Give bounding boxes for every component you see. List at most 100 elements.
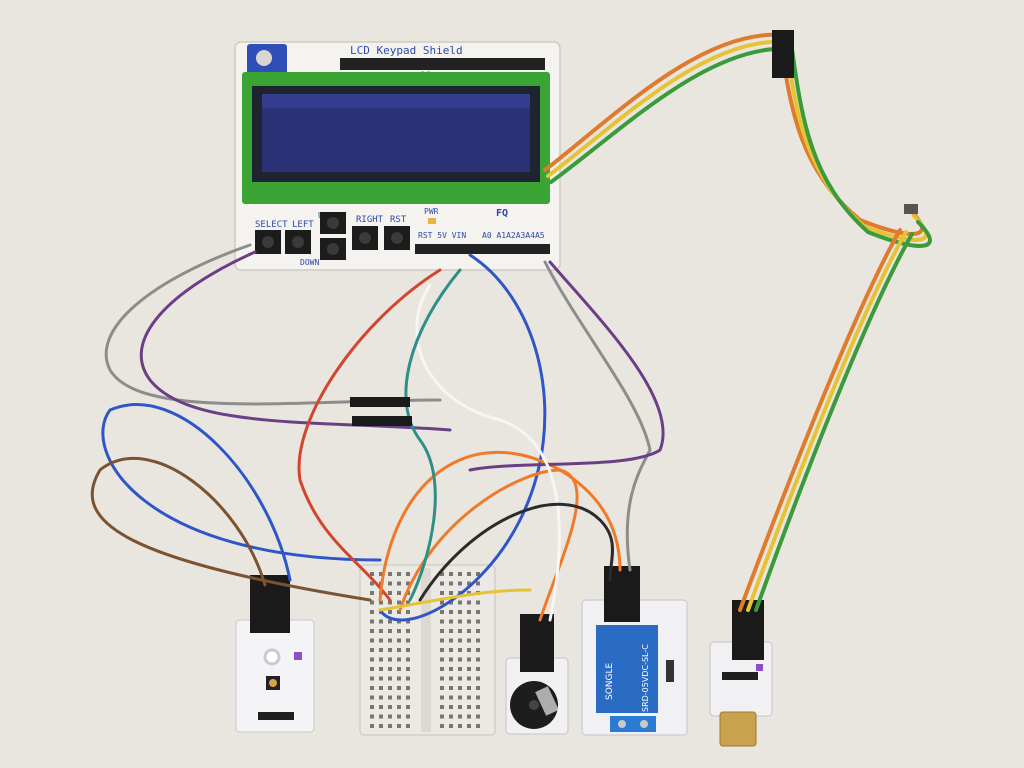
button-label-rst: RST (390, 215, 407, 225)
breadboard-hole (406, 695, 410, 700)
relay-body (596, 625, 658, 713)
relay-terminal (610, 716, 656, 732)
breadboard-hole (388, 600, 392, 605)
breadboard-hole (370, 572, 374, 576)
breadboard-hole (467, 657, 471, 662)
laser-cable-connector (772, 30, 794, 78)
wire-blue-left (101, 403, 382, 582)
breadboard-hole (440, 695, 444, 700)
breadboard-hole (406, 581, 410, 586)
breadboard-hole (476, 638, 480, 643)
breadboard-hole (397, 610, 401, 614)
breadboard-hole (476, 581, 480, 586)
breadboard-hole (458, 695, 462, 700)
breadboard-hole (458, 657, 462, 662)
breadboard-hole (458, 676, 462, 681)
buzzer-sticker (535, 686, 559, 716)
breadboard-hole (476, 724, 480, 728)
breadboard-hole (440, 705, 444, 709)
relay-model: SRD-05VDC-SL-C (641, 644, 650, 712)
wire-purple-right (468, 260, 665, 472)
breadboard-hole (397, 667, 401, 671)
breadboard-hole (467, 714, 471, 719)
breadboard-hole (406, 686, 410, 690)
wire-brown (90, 457, 372, 602)
breadboard-hole (397, 676, 401, 681)
breadboard-hole (476, 714, 480, 719)
breadboard-hole (388, 676, 392, 681)
breadboard-hole (467, 581, 471, 586)
breadboard-hole (449, 648, 453, 652)
wire-orange-laser-drop (738, 228, 902, 612)
wire-yellow-laser-drop (746, 230, 908, 612)
breadboard-hole (379, 695, 383, 700)
laser-module (709, 600, 773, 747)
breadboard-hole (370, 629, 374, 633)
breadboard-hole (379, 686, 383, 690)
buzzer-connector (520, 614, 554, 672)
breadboard-hole (370, 676, 374, 681)
pwr-label: PWR (424, 207, 439, 216)
laser-logo (756, 664, 763, 671)
breadboard-hole (388, 629, 392, 633)
buzzer-module (505, 614, 569, 735)
breadboard-hole (388, 572, 392, 576)
breadboard-hole (397, 600, 401, 605)
breadboard-hole (476, 686, 480, 690)
shield-title: LCD Keypad Shield (350, 44, 463, 57)
breadboard-hole (406, 638, 410, 643)
breadboard-hole (379, 629, 383, 633)
pwr-led (428, 218, 436, 224)
relay-brand: SONGLE (605, 662, 615, 700)
breadboard-hole (458, 714, 462, 719)
breadboard-hole (406, 648, 410, 652)
breadboard-hole (388, 638, 392, 643)
breadboard-hole (406, 572, 410, 576)
breadboard-hole (467, 724, 471, 728)
breadboard-hole (440, 648, 444, 652)
breadboard-hole (388, 686, 392, 690)
breadboard-hole (406, 667, 410, 671)
breadboard-hole (476, 676, 480, 681)
breadboard-hole (440, 600, 444, 605)
breadboard-hole (449, 657, 453, 662)
breadboard-hole (370, 714, 374, 719)
breadboard-hole (406, 629, 410, 633)
breadboard-hole (467, 572, 471, 576)
breadboard-hole (440, 629, 444, 633)
breadboard-hole (467, 629, 471, 633)
breadboard-hole (467, 591, 471, 595)
breadboard-hole (467, 648, 471, 652)
breadboard-hole (397, 686, 401, 690)
breadboard-hole (397, 591, 401, 595)
breadboard-hole (379, 600, 383, 605)
breadboard-hole (440, 686, 444, 690)
breadboard-hole (397, 572, 401, 576)
laser-cable-joint (904, 204, 918, 214)
breadboard-hole (397, 581, 401, 586)
wire-purple-left (139, 250, 452, 432)
sensor-logo (294, 652, 302, 660)
breadboard-hole (379, 667, 383, 671)
breadboard-hole (370, 600, 374, 605)
laser-diode-icon (719, 711, 757, 747)
breadboard-hole (449, 629, 453, 633)
wire-white (415, 283, 561, 622)
breadboard-hole (458, 724, 462, 728)
lcd-keypad-shield: LCD Keypad Shield 16 SELECT LEFT UP DOWN… (234, 41, 561, 271)
breadboard-hole (388, 648, 392, 652)
breadboard-hole (476, 648, 480, 652)
breadboard-hole (388, 657, 392, 662)
wire-red (297, 268, 442, 602)
breadboard-hole (406, 676, 410, 681)
breadboard-hole (370, 581, 374, 586)
wire-green-laser-drop (754, 232, 914, 612)
breadboard-hole (458, 629, 462, 633)
breadboard-hole (379, 714, 383, 719)
breadboard-hole (388, 724, 392, 728)
breadboard-hole (397, 619, 401, 624)
breadboard-hole (370, 686, 374, 690)
breadboard-hole (476, 695, 480, 700)
breadboard-hole (440, 714, 444, 719)
breadboard-hole (458, 705, 462, 709)
